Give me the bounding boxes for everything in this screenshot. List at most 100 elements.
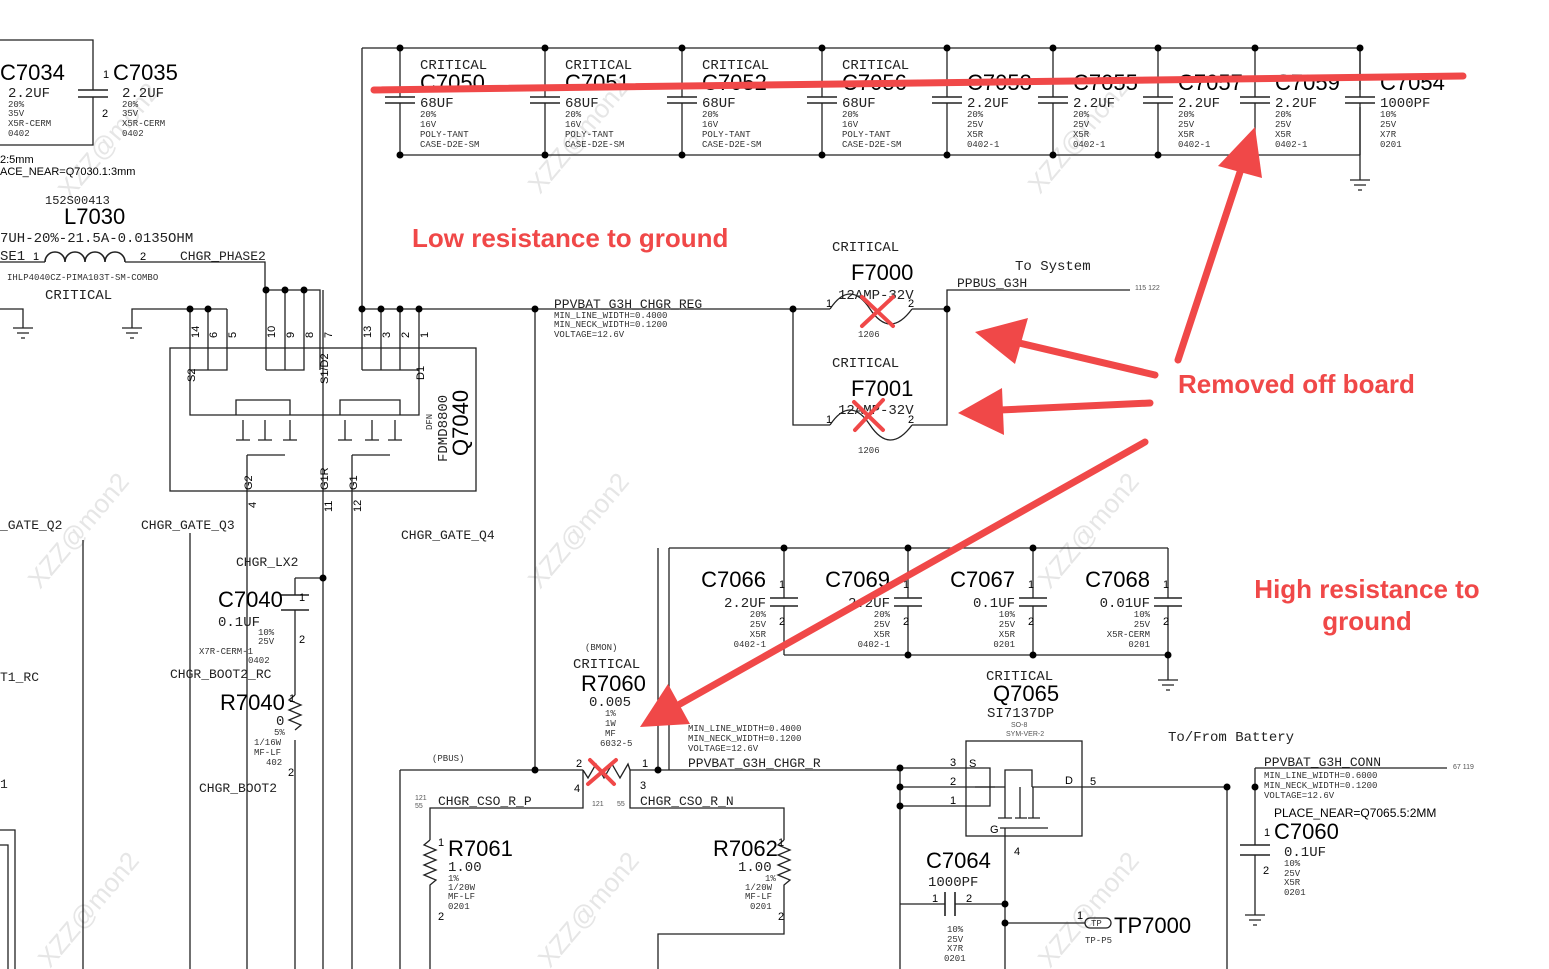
spec: 1% [605, 709, 616, 719]
spec: 20% [1178, 110, 1195, 120]
mid-capacitors: C70662.2UF20%25VX5R0402-112C70692.2UF20%… [701, 544, 1182, 659]
net-note: To/From Battery [1168, 730, 1294, 746]
pin: 2 [1028, 616, 1034, 628]
net-label: PPBUS_G3H [957, 276, 1027, 291]
spec: 10% [1284, 859, 1301, 869]
spec: 25V [967, 120, 984, 130]
refdes: R7061 [448, 836, 513, 861]
value: 12AMP-32V [838, 288, 914, 304]
spec: 0201 [448, 902, 470, 912]
junction-dot [1029, 544, 1037, 552]
pin: 1 [903, 579, 909, 591]
spec: 5% [274, 728, 285, 738]
pin: 2 [778, 911, 784, 923]
pin: 2 [576, 758, 582, 770]
spec: CASE-D2E-SM [565, 140, 624, 150]
pin: 1 [289, 693, 295, 705]
arrowhead-icon [1218, 127, 1262, 178]
q7065-mosfet: CRITICAL Q7065 SI7137DP SO-8 SYM-VER-2 S… [896, 669, 1474, 969]
refdes: C7034 [0, 60, 65, 85]
value: 68UF [420, 96, 454, 112]
critical-label: CRITICAL [573, 657, 640, 673]
package: DFN [425, 414, 435, 430]
pin: 2 [950, 776, 956, 788]
spec: 25V [947, 935, 964, 945]
critical-label: CRITICAL [832, 240, 899, 256]
part-number: FDMD8800 [436, 395, 452, 462]
junction-dot [396, 44, 404, 52]
arrowhead-icon [975, 318, 1028, 364]
net-label: CHGR_BOOT2 [199, 781, 277, 796]
spec: 1/20W [448, 883, 476, 893]
pin: 2 [400, 332, 412, 338]
net-note: MIN_NECK_WIDTH=0.1200 [554, 320, 667, 330]
watermark: XZZ@mon2 [532, 846, 645, 969]
value: 0.1UF [973, 596, 1015, 612]
capacitor-icon [1038, 96, 1068, 104]
net-note: MIN_LINE_WIDTH=0.6000 [1264, 771, 1377, 781]
pin: 5 [1090, 776, 1096, 788]
pin: 14 [190, 326, 202, 338]
spec: 0402-1 [1073, 140, 1105, 150]
pin: 12 [352, 500, 364, 512]
spec: MF-LF [254, 748, 281, 758]
net-note: VOLTAGE=12.6V [688, 744, 759, 754]
pin: 11 [323, 501, 335, 512]
pin: 1 [1163, 579, 1169, 591]
pin: 1 [33, 251, 39, 263]
strike-line [370, 72, 1467, 94]
spec: X5R [999, 630, 1016, 640]
pin-label: S [969, 758, 976, 770]
spec: 0402-1 [858, 640, 890, 650]
refdes: C7067 [950, 567, 1015, 592]
spec: 35V [122, 109, 139, 119]
place-note: 2:5mm [0, 154, 34, 166]
spec: 25V [1380, 120, 1397, 130]
refdes: C7035 [113, 60, 178, 85]
value: 2.2UF [1073, 96, 1115, 112]
spec: 20% [874, 610, 891, 620]
refdes: C7051 [565, 70, 630, 95]
package: IHLP4040CZ-PIMA103T-SM-COMBO [7, 273, 158, 283]
capacitor-icon [894, 597, 922, 607]
ground-symbols [0, 308, 227, 339]
removed-x-mark-r7060 [586, 758, 618, 786]
net-note: (PBUS) [432, 754, 464, 764]
spec: 0402-1 [1275, 140, 1307, 150]
spec: 25V [1275, 120, 1292, 130]
spec: 25V [1178, 120, 1195, 130]
annotations: Low resistance to ground Removed off boa… [370, 72, 1480, 786]
net-note: MIN_LINE_WIDTH=0.4000 [554, 311, 667, 321]
capacitor-icon [385, 96, 415, 104]
arrow-line [676, 438, 1149, 708]
value: 68UF [565, 96, 599, 112]
spec: 10% [258, 628, 275, 638]
spec: 25V [1134, 620, 1151, 630]
spec: X5R [967, 130, 984, 140]
pin-label: G1R [319, 467, 331, 490]
spec: 6032-5 [600, 739, 632, 749]
spec: MF-LF [745, 892, 772, 902]
spec: 16V [842, 120, 859, 130]
pin: 1 [1264, 827, 1270, 839]
arrow-line [996, 399, 1154, 414]
pin: 2 [299, 634, 305, 646]
junction-dot [1356, 44, 1364, 52]
spec: 0201 [1284, 888, 1306, 898]
value: 0 [276, 714, 284, 730]
top-cap-bank: CRITICALC705068UF20%16VPOLY-TANTCASE-D2E… [361, 44, 1445, 309]
inductor-l7030: 152S00413 L7030 7UH-20%-21.5A-0.0135OHM … [0, 194, 266, 304]
spec: X7R [1380, 130, 1397, 140]
symbol-version: SYM-VER-2 [1006, 731, 1044, 738]
value: 0.1UF [218, 615, 260, 631]
junction-dot [1154, 44, 1162, 52]
spec: 25V [1073, 120, 1090, 130]
junction-dot [678, 44, 686, 52]
pin: 3 [381, 332, 393, 338]
capacitor-icon [1019, 597, 1047, 607]
pin: 2 [1263, 865, 1269, 877]
net-label: _GATE_Q2 [0, 518, 62, 533]
